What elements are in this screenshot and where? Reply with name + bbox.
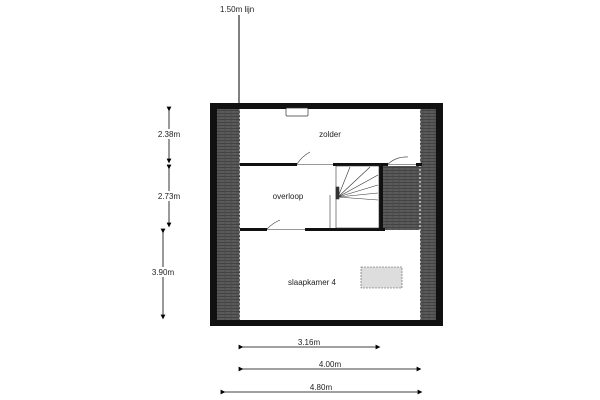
line-label: 1.50m lijn: [220, 5, 254, 14]
roof-slope-right: [420, 109, 436, 320]
wall: [240, 163, 297, 166]
dim-v2: 2.73m: [158, 192, 181, 201]
doors: [266, 151, 416, 230]
dim-h2: 4.00m: [319, 360, 342, 369]
roof-slope-left: [217, 109, 240, 320]
room-zolder: zolder: [319, 130, 341, 139]
dimension-lines: [160, 106, 423, 395]
stairs: [329, 165, 380, 229]
roof-block: [383, 166, 420, 230]
room-overloop: overloop: [273, 192, 304, 201]
dim-v1: 2.38m: [158, 130, 181, 139]
fixture-icon: [285, 107, 309, 117]
dim-h3: 4.80m: [310, 383, 333, 392]
skylight: [360, 266, 403, 289]
room-slaapkamer: slaapkamer 4: [288, 278, 337, 287]
dim-h1: 3.16m: [298, 338, 321, 347]
dim-v3: 3.90m: [152, 268, 175, 277]
